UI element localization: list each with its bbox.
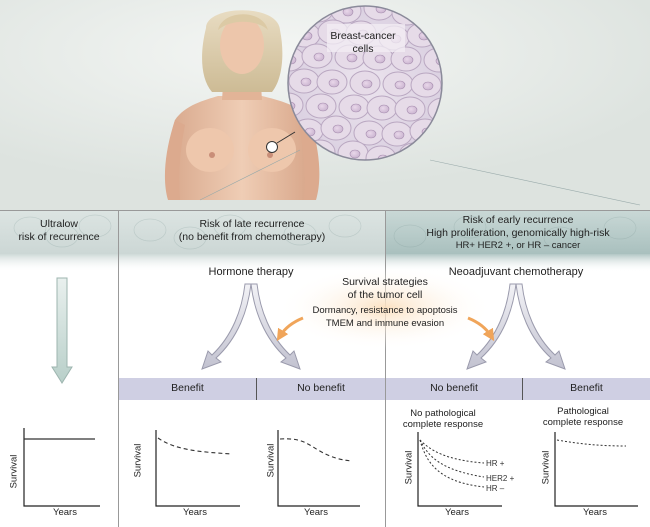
- strategies-block: Survival strategies of the tumor cell Do…: [300, 276, 470, 329]
- pcr-xlabel: Years: [583, 507, 607, 518]
- late-no-benefit-plot-axes: [277, 430, 360, 507]
- ultralow-heading-line2: risk of recurrence: [18, 231, 100, 243]
- pcr-title: Pathological complete response: [528, 406, 638, 428]
- late-benefit-plot-axes: [155, 430, 240, 507]
- strategies-arrow-left: [276, 316, 304, 342]
- ultralow-heading-line1: Ultralow: [40, 218, 78, 230]
- late-heading-line2: (no benefit from chemotherapy): [178, 231, 326, 243]
- late-no-benefit-ylabel: Survival: [265, 443, 277, 478]
- strategies-title-line2: of the tumor cell: [347, 289, 423, 301]
- late-no-benefit-xlabel: Years: [304, 507, 328, 518]
- cells-magnifier: [287, 5, 443, 161]
- late-no-benefit-curve: [279, 438, 353, 462]
- no-pcr-title: No pathological complete response: [388, 408, 498, 430]
- early-heading: Risk of early recurrence High proliferat…: [386, 214, 650, 251]
- curve-label-hr-neg: HR –: [486, 484, 505, 493]
- pcr-curve: [556, 439, 627, 447]
- no-pcr-curve-hr-neg: [419, 439, 485, 488]
- early-no-benefit-label: No benefit: [430, 382, 478, 394]
- no-pcr-curve-her2: [419, 439, 485, 478]
- no-pcr-title-line2: complete response: [402, 419, 484, 430]
- cells-label-line2: cells: [352, 43, 374, 55]
- late-benefit-ylabel: Survival: [132, 443, 144, 478]
- strategies-line3: Dormancy, resistance to apoptosis: [312, 305, 458, 316]
- curve-label-her2: HER2 +: [486, 474, 515, 483]
- no-pcr-ylabel: Survival: [403, 450, 415, 485]
- pcr-title-line2: complete response: [542, 417, 624, 428]
- header-strip-left: [0, 211, 385, 254]
- pcr-ylabel: Survival: [540, 450, 552, 485]
- strategies-title-line1: Survival strategies: [342, 276, 428, 288]
- early-heading-line3: HR+ HER2 +, or HR – cancer: [455, 240, 581, 251]
- no-pcr-plot-axes: [417, 432, 502, 507]
- hormone-therapy-label: Hormone therapy: [208, 266, 294, 278]
- band-late: [119, 378, 385, 400]
- header-strip-right: [385, 211, 650, 254]
- band-early: [386, 378, 650, 400]
- pcr-title-line1: Pathological: [557, 406, 609, 417]
- chemo-split-arrows: [466, 283, 566, 370]
- strategies-arrow-right: [467, 316, 495, 342]
- ultralow-heading: Ultralow risk of recurrence: [0, 218, 118, 244]
- late-heading: Risk of late recurrence (no benefit from…: [119, 218, 385, 244]
- cells-label-line1: Breast-cancer: [330, 30, 396, 42]
- late-heading-line1: Risk of late recurrence: [199, 218, 305, 230]
- early-heading-line1: Risk of early recurrence: [462, 214, 574, 226]
- no-pcr-xlabel: Years: [445, 507, 469, 518]
- no-pcr-title-line1: No pathological: [410, 408, 476, 419]
- strategies-glow: [277, 266, 493, 350]
- hormone-split-arrows: [201, 283, 301, 370]
- ultralow-xlabel: Years: [53, 507, 77, 518]
- ultralow-ylabel: Survival: [8, 454, 20, 489]
- early-benefit-label: Benefit: [570, 382, 603, 394]
- early-heading-line2: High proliferation, genomically high-ris…: [426, 227, 610, 239]
- late-benefit-label: Benefit: [171, 382, 204, 394]
- pcr-plot-axes: [554, 432, 638, 507]
- strategies-line4: TMEM and immune evasion: [325, 318, 445, 329]
- neoadjuvant-chemo-label: Neoadjuvant chemotherapy: [448, 266, 584, 278]
- ultralow-plot-axes: [23, 428, 100, 507]
- late-benefit-xlabel: Years: [183, 507, 207, 518]
- no-pcr-curve-hr-pos: [419, 439, 485, 464]
- cells-label: Breast-cancer cells: [293, 30, 433, 56]
- woman-illustration: [164, 10, 320, 200]
- late-no-benefit-label: No benefit: [297, 382, 345, 394]
- ultralow-arrow: [51, 277, 73, 384]
- curve-label-hr-pos: HR +: [486, 459, 505, 468]
- late-benefit-curve: [157, 437, 233, 455]
